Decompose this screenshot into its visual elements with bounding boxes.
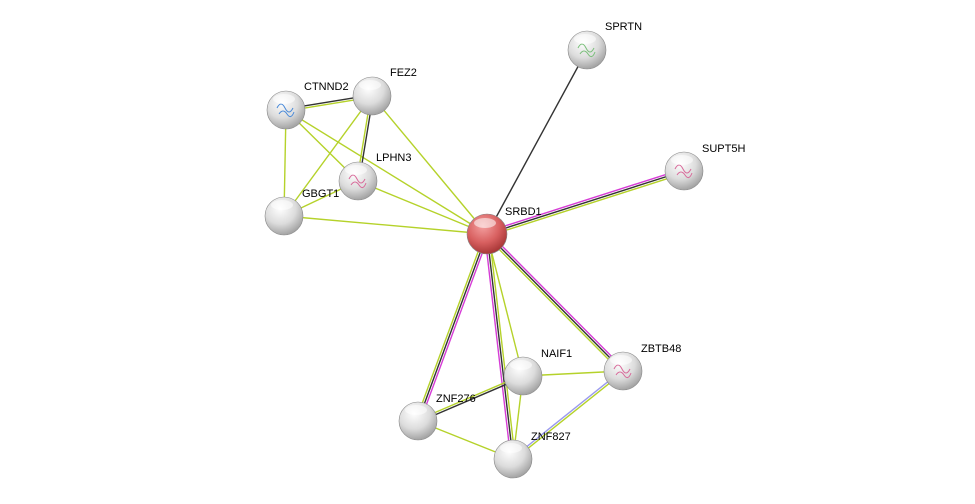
edge-zbtb48-znf827[interactable] bbox=[511, 369, 625, 461]
node-sprtn[interactable] bbox=[567, 30, 607, 70]
node-label[interactable]: CTNND2 bbox=[304, 81, 349, 93]
edge-homology-line bbox=[511, 369, 623, 459]
edge-fez2-gbgt1[interactable] bbox=[283, 95, 373, 217]
edge-srbd1-fez2[interactable] bbox=[371, 95, 488, 235]
node-znf276[interactable] bbox=[398, 401, 438, 441]
edge-srbd1-zbtb48[interactable] bbox=[484, 231, 626, 374]
node-label[interactable]: ZBTB48 bbox=[641, 343, 682, 355]
edge-coexpression-line bbox=[417, 233, 488, 422]
node-highlight bbox=[510, 360, 532, 370]
node-label[interactable]: SRBD1 bbox=[505, 206, 542, 218]
node-label[interactable]: NAIF1 bbox=[541, 348, 573, 360]
edge-experiments-line bbox=[486, 168, 684, 233]
edge-coexpression-line bbox=[486, 170, 685, 235]
node-label[interactable]: LPHN3 bbox=[376, 152, 412, 164]
edge-textmining-line bbox=[283, 215, 488, 235]
node-highlight bbox=[500, 443, 522, 453]
edge-textmining-line bbox=[484, 235, 622, 374]
protein-structure-icon bbox=[276, 103, 295, 118]
node-label[interactable]: FEZ2 bbox=[390, 67, 417, 79]
protein-structure-icon bbox=[613, 364, 632, 379]
node-highlight bbox=[474, 218, 496, 228]
edge-coexpression-line bbox=[486, 233, 624, 372]
edge-srbd1-supt5h[interactable] bbox=[486, 168, 685, 237]
edge-textmining-line bbox=[357, 180, 488, 235]
edge-textmining-line bbox=[486, 233, 524, 377]
node-znf827[interactable] bbox=[493, 439, 533, 479]
node-highlight bbox=[671, 155, 693, 165]
node-highlight bbox=[359, 80, 381, 90]
node-label[interactable]: ZNF827 bbox=[531, 431, 571, 443]
edge-srbd1-znf276[interactable] bbox=[415, 232, 490, 423]
node-highlight bbox=[345, 165, 367, 175]
node-highlight bbox=[574, 34, 596, 44]
node-naif1[interactable] bbox=[503, 356, 543, 396]
node-fez2[interactable] bbox=[352, 76, 392, 116]
protein-structure-icon bbox=[674, 164, 693, 179]
edge-srbd1-znf827[interactable] bbox=[484, 233, 516, 460]
node-ctnnd2[interactable] bbox=[266, 90, 306, 130]
edge-coexpression-line bbox=[486, 233, 514, 460]
protein-structure-icon bbox=[577, 43, 596, 58]
node-label[interactable]: ZNF276 bbox=[436, 393, 476, 405]
edge-textmining-line bbox=[283, 95, 373, 217]
edge-experiments-line bbox=[484, 234, 512, 460]
edge-experiments-line bbox=[419, 234, 490, 423]
edge-srbd1-gbgt1[interactable] bbox=[283, 215, 488, 235]
edge-textmining-line bbox=[488, 233, 516, 459]
node-srbd1[interactable] bbox=[466, 213, 508, 255]
node-highlight bbox=[273, 94, 295, 104]
edge-textmining-line bbox=[371, 95, 488, 235]
node-gbgt1[interactable] bbox=[264, 196, 304, 236]
protein-structure-icon bbox=[348, 174, 367, 189]
edge-textmining-line bbox=[415, 232, 486, 421]
edge-textmining-line bbox=[487, 172, 685, 237]
node-supt5h[interactable] bbox=[664, 151, 704, 191]
node-zbtb48[interactable] bbox=[603, 351, 643, 391]
node-lphn3[interactable] bbox=[338, 161, 378, 201]
edge-srbd1-ctnnd2[interactable] bbox=[285, 109, 488, 235]
node-highlight bbox=[610, 355, 632, 365]
edge-experiments-line bbox=[488, 231, 626, 370]
edge-srbd1-naif1[interactable] bbox=[486, 233, 524, 377]
node-label[interactable]: SPRTN bbox=[605, 21, 643, 33]
edge-srbd1-lphn3[interactable] bbox=[357, 180, 488, 235]
edge-textmining-line bbox=[285, 109, 488, 235]
edge-textmining-line bbox=[513, 371, 625, 461]
node-label[interactable]: GBGT1 bbox=[302, 188, 340, 200]
edge-coexpression-line bbox=[486, 49, 588, 235]
node-label[interactable]: SUPT5H bbox=[702, 143, 746, 155]
node-highlight bbox=[271, 200, 293, 210]
edge-srbd1-sprtn[interactable] bbox=[486, 49, 588, 235]
node-highlight bbox=[405, 405, 427, 415]
